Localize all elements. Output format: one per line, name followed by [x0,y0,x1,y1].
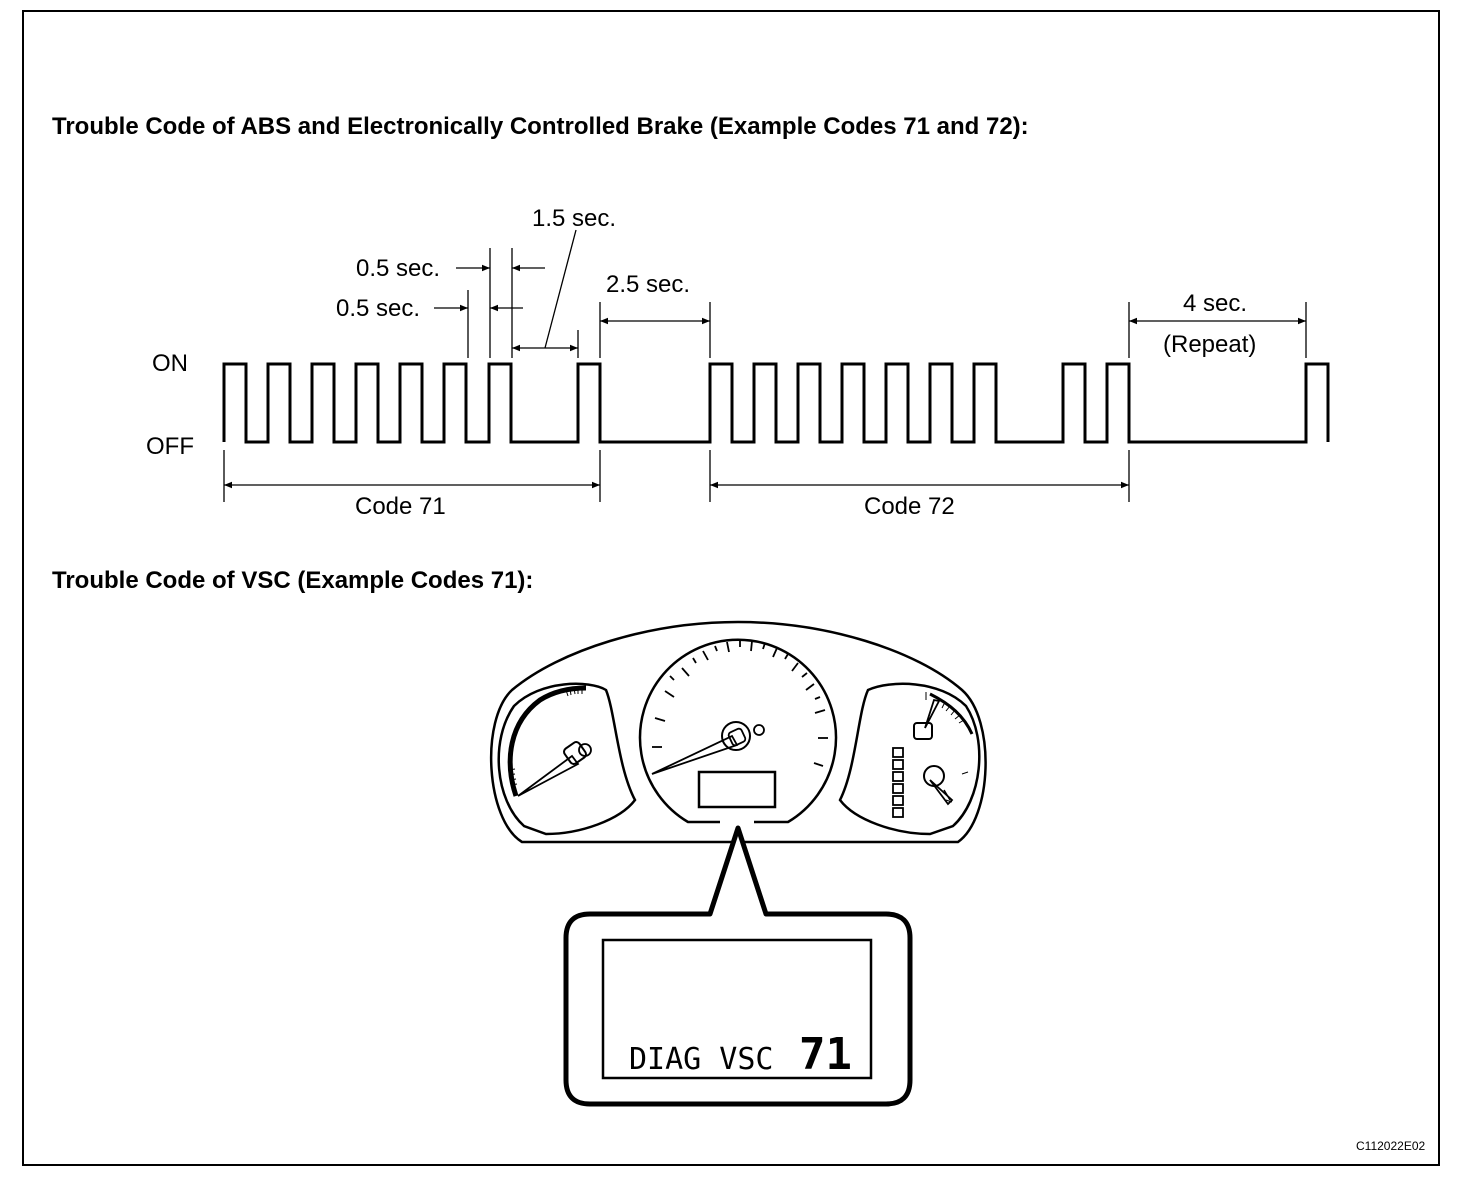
dim-repeat-label: 4 sec. [1183,290,1247,317]
abs-heading: Trouble Code of ABS and Electronically C… [52,113,1029,140]
dim-digit-gap-label: 1.5 sec. [532,205,616,232]
left-gauge-pod [497,682,637,836]
off-label: OFF [146,433,194,460]
vsc-heading: Trouble Code of VSC (Example Codes 71): [52,567,534,594]
speedometer-cap [753,724,765,736]
figure-id: C112022E02 [1356,1139,1425,1153]
temp-gauge-needle [924,698,941,729]
instrument-cluster [489,620,987,844]
display-callout: DIAG VSC 71 [563,825,913,1107]
dim-digit-gap [512,229,578,352]
speedometer-needle [651,734,739,775]
right-gauge-scale-top [929,692,974,735]
speedometer-ring [638,638,838,824]
lcd-prefix-text: DIAG VSC [629,1042,774,1077]
fuel-gauge-pointer-mark [943,789,951,801]
left-gauge-cap [578,743,592,757]
speedometer-hub-cap [727,727,747,747]
speedometer-hub [721,721,751,751]
lcd-code-text: 71 [799,1029,852,1080]
indicator-bar-stack [892,747,904,818]
code-72-label: Code 72 [864,493,955,520]
on-label: ON [152,350,188,377]
dim-upper-short-pulse-label: 0.5 sec. [356,255,440,282]
repeat-note: (Repeat) [1163,331,1256,358]
enlarged-lcd-screen [601,938,873,1080]
figure-frame [22,10,1440,1166]
left-gauge-hub [563,741,587,765]
left-gauge-needle [517,754,580,797]
code-71-label: Code 71 [355,493,446,520]
pulse-waveform [222,362,1330,444]
right-gauge-pod [838,682,981,836]
dim-lower-short-pulse-label: 0.5 sec. [336,295,420,322]
speedometer-ticks [652,640,828,767]
timing-diagram: ON OFF 0.5 sec. 0.5 se [146,205,1330,520]
cluster-display-window [697,770,777,809]
fuel-gauge-needle [929,779,954,806]
left-gauge-minor-ticks [508,687,583,786]
dim-code-gap-label: 2.5 sec. [606,271,690,298]
temp-gauge-hub [913,722,933,740]
extension-lines [223,248,1307,502]
cluster-bezel [489,620,987,844]
